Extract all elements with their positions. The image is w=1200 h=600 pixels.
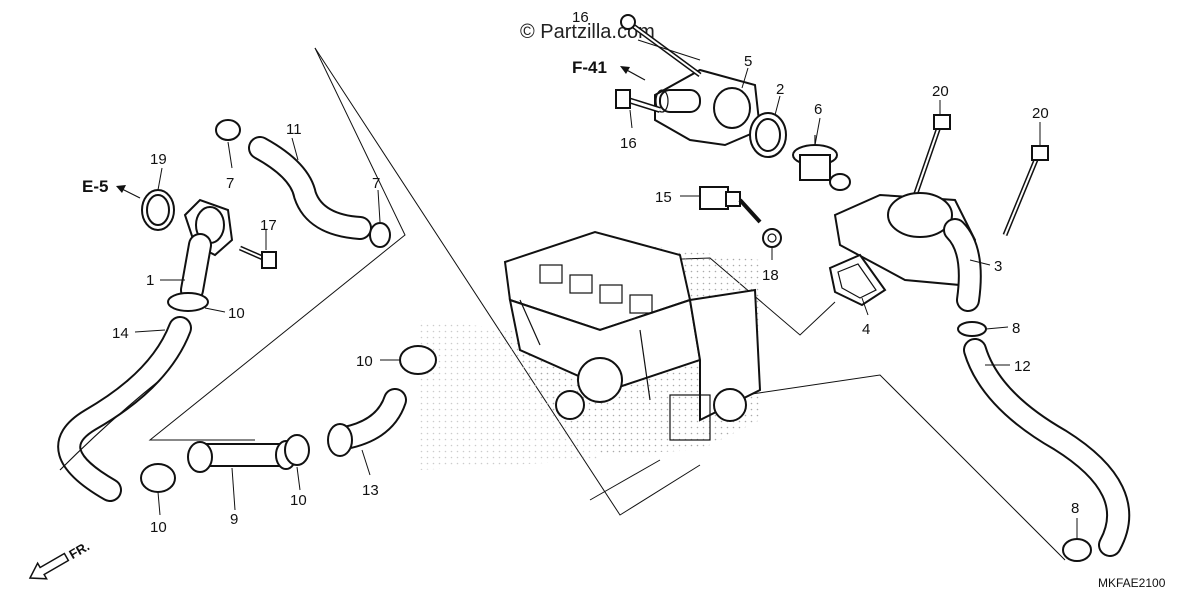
thermostat: [792, 135, 851, 191]
water-joint: [180, 198, 234, 302]
water-hose-14: [57, 316, 192, 502]
water-hose-11: [248, 136, 372, 240]
water-hose-13: [327, 388, 407, 457]
ref-arrows: [116, 66, 646, 199]
water-hose-12: [963, 338, 1131, 557]
callout-20a: 20: [932, 83, 949, 100]
callout-20b: 20: [1032, 105, 1049, 122]
callout-10b: 10: [356, 353, 373, 370]
callout-13: 13: [362, 482, 379, 499]
front-label: FR.: [66, 538, 92, 561]
callout-16a: 16: [572, 9, 589, 26]
callout-6: 6: [814, 101, 822, 118]
callout-7a: 7: [226, 175, 234, 192]
water-pipe: [187, 440, 297, 473]
callout-5: 5: [744, 53, 752, 70]
callout-11: 11: [286, 121, 302, 138]
callout-10d: 10: [150, 519, 167, 536]
sealing-washer: [762, 228, 782, 248]
thermostat-case: [833, 192, 982, 312]
thermostat-housing-cover: [654, 68, 762, 147]
o-ring: [749, 112, 787, 158]
leader-lines: [134, 39, 1078, 540]
diagram-code: MKFAE2100: [1098, 576, 1166, 590]
ref-e5[interactable]: E-5: [82, 177, 108, 196]
o-ring-19: [141, 189, 175, 231]
callout-8a: 8: [1012, 320, 1020, 337]
callout-12: 12: [1014, 358, 1031, 375]
watermark: © Partzilla.com: [520, 21, 655, 43]
callout-17: 17: [260, 217, 277, 234]
front-arrow: FR.: [28, 538, 92, 580]
callout-labels: 16 5 2 6 16 15 18 20 20 3 4 8 12 8 11 7 …: [112, 9, 1079, 536]
flange-bolt-16-top: [620, 14, 702, 78]
flange-bolt-20-right: [1002, 145, 1049, 236]
flange-bolt-16-bottom: [615, 89, 661, 113]
callout-19: 19: [150, 151, 167, 168]
callout-14: 14: [112, 325, 129, 342]
callout-8b: 8: [1071, 500, 1079, 517]
callout-4: 4: [862, 321, 870, 338]
engine-cylinder-head: [420, 230, 762, 470]
callout-10c: 10: [290, 492, 307, 509]
ref-f41[interactable]: F-41: [572, 58, 607, 77]
callout-3: 3: [994, 258, 1002, 275]
coolant-temp-sensor: [699, 186, 762, 224]
callout-9: 9: [230, 511, 238, 528]
callout-10a: 10: [228, 305, 245, 322]
callout-7b: 7: [372, 175, 380, 192]
hose-clamps: [140, 119, 1092, 562]
flange-bolt-17: [238, 245, 277, 269]
callout-16b: 16: [620, 135, 637, 152]
callout-2: 2: [776, 81, 784, 98]
gasket: [828, 253, 887, 307]
callout-18: 18: [762, 267, 779, 284]
callout-1: 1: [146, 272, 154, 289]
callout-15: 15: [655, 189, 672, 206]
